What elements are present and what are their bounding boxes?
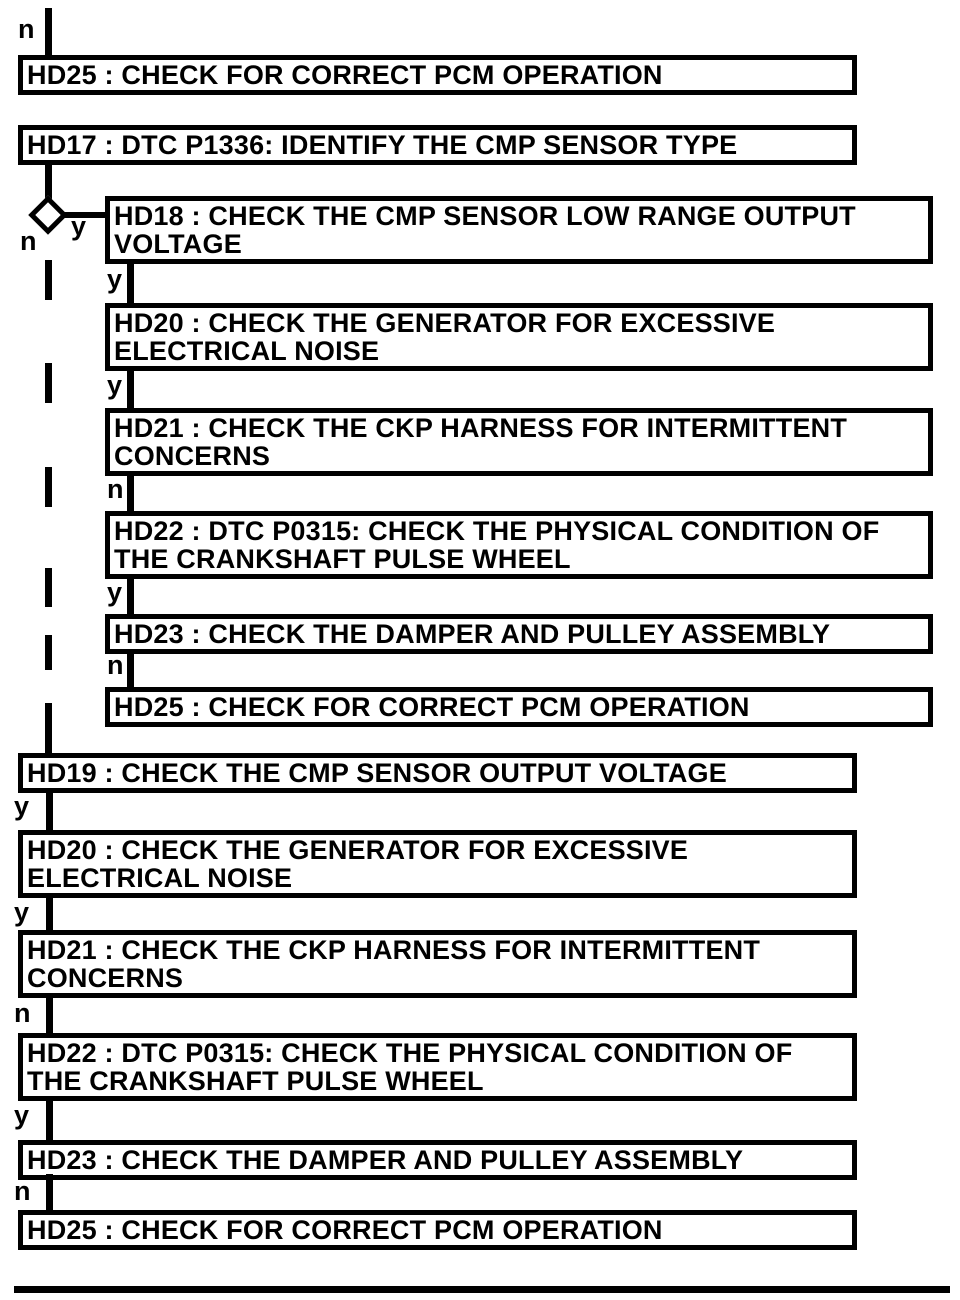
connector-b4 bbox=[46, 1098, 53, 1144]
connector-a5 bbox=[127, 649, 134, 690]
branch-label-decision-n: n bbox=[20, 226, 37, 256]
branch-label-top-n: n bbox=[18, 14, 35, 44]
node-hd21-a[interactable]: HD21 : CHECK THE CKP HARNESS FOR INTERMI… bbox=[105, 408, 933, 476]
connector-decision-yes bbox=[64, 212, 109, 218]
node-hd20-a[interactable]: HD20 : CHECK THE GENERATOR FOR EXCESSIVE… bbox=[105, 303, 933, 371]
no-branch-dash bbox=[45, 467, 52, 507]
no-branch-dash bbox=[45, 568, 52, 607]
branch-label-b1: y bbox=[14, 791, 30, 821]
node-hd20-b[interactable]: HD20 : CHECK THE GENERATOR FOR EXCESSIVE… bbox=[18, 830, 857, 898]
connector-b2 bbox=[46, 895, 53, 934]
connector-top bbox=[45, 8, 52, 55]
connector-hd17-decision bbox=[45, 160, 52, 200]
no-branch-dash bbox=[45, 635, 52, 670]
node-hd23-b[interactable]: HD23 : CHECK THE DAMPER AND PULLEY ASSEM… bbox=[18, 1140, 857, 1180]
branch-label-b4: y bbox=[14, 1100, 30, 1130]
branch-label-a4: y bbox=[107, 577, 123, 607]
branch-label-b3: n bbox=[14, 998, 31, 1028]
connector-b3 bbox=[46, 995, 53, 1037]
branch-label-a1: y bbox=[107, 264, 123, 294]
node-hd25-a[interactable]: HD25 : CHECK FOR CORRECT PCM OPERATION bbox=[105, 687, 933, 727]
connector-a2 bbox=[127, 368, 134, 411]
branch-label-a5: n bbox=[107, 650, 124, 680]
bottom-rule bbox=[14, 1286, 950, 1293]
node-hd17[interactable]: HD17 : DTC P1336: IDENTIFY THE CMP SENSO… bbox=[18, 125, 857, 165]
node-hd22-b[interactable]: HD22 : DTC P0315: CHECK THE PHYSICAL CON… bbox=[18, 1033, 857, 1101]
branch-label-a3: n bbox=[107, 474, 124, 504]
node-hd18[interactable]: HD18 : CHECK THE CMP SENSOR LOW RANGE OU… bbox=[105, 196, 933, 264]
node-hd22-a[interactable]: HD22 : DTC P0315: CHECK THE PHYSICAL CON… bbox=[105, 511, 933, 579]
no-branch-dash bbox=[45, 363, 52, 403]
no-branch-dash bbox=[45, 703, 52, 755]
branch-label-a2: y bbox=[107, 370, 123, 400]
no-branch-dash bbox=[45, 260, 52, 300]
connector-a4 bbox=[127, 575, 134, 617]
branch-label-b5: n bbox=[14, 1176, 31, 1206]
node-hd19[interactable]: HD19 : CHECK THE CMP SENSOR OUTPUT VOLTA… bbox=[18, 753, 857, 793]
connector-b5 bbox=[46, 1174, 53, 1214]
node-hd23-a[interactable]: HD23 : CHECK THE DAMPER AND PULLEY ASSEM… bbox=[105, 614, 933, 654]
node-hd21-b[interactable]: HD21 : CHECK THE CKP HARNESS FOR INTERMI… bbox=[18, 930, 857, 998]
connector-a3 bbox=[127, 472, 134, 514]
node-hd25-top[interactable]: HD25 : CHECK FOR CORRECT PCM OPERATION bbox=[18, 55, 857, 95]
connector-b1 bbox=[46, 788, 53, 834]
node-hd25-b[interactable]: HD25 : CHECK FOR CORRECT PCM OPERATION bbox=[18, 1210, 857, 1250]
connector-a1 bbox=[127, 261, 134, 306]
branch-label-decision-y: y bbox=[71, 211, 87, 241]
branch-label-b2: y bbox=[14, 897, 30, 927]
